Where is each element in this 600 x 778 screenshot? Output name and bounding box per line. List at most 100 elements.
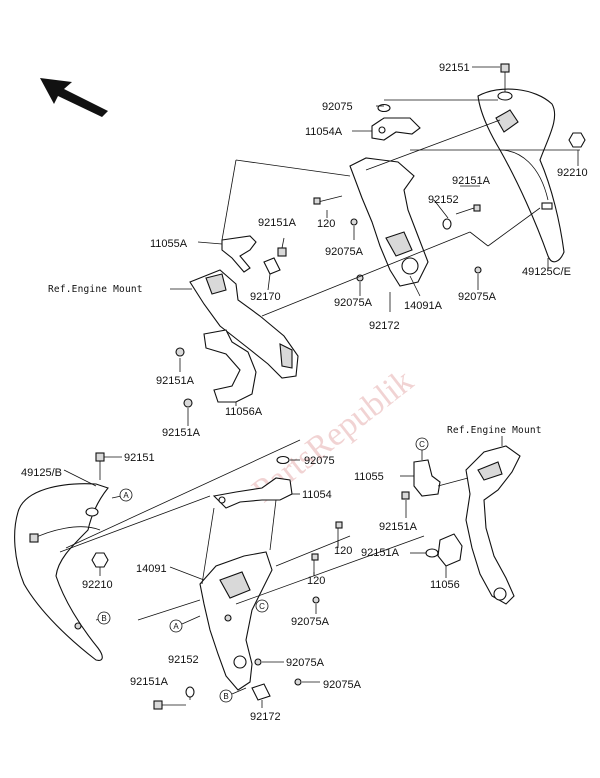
label-92075a-4: 92075A (291, 616, 330, 628)
screw-92075a-1 (350, 218, 358, 226)
bolt-92151a-b (183, 398, 193, 408)
label-92075a-1: 92075A (325, 246, 364, 258)
bolt-92151-bottom (95, 452, 105, 480)
label-49125ce: 49125C/E (522, 266, 571, 278)
label-92151-top: 92151 (439, 62, 470, 74)
label-120-top: 120 (317, 218, 335, 230)
clip-92170 (263, 257, 281, 275)
label-11056: 11056 (430, 579, 460, 591)
label-ref-engine-mount-1: Ref.Engine Mount (48, 284, 143, 295)
leader-lines-upper (170, 66, 580, 426)
stay-11055a (221, 235, 257, 273)
cowling-left-slot (29, 533, 39, 543)
washer-92075-bottom (276, 455, 290, 465)
label-11055: 11055 (354, 471, 384, 483)
bolt-92151a-right (455, 204, 481, 215)
cover-14091-hole (224, 614, 232, 622)
label-92075a-3: 92075A (458, 291, 497, 303)
screw-92075a-4 (312, 596, 320, 604)
bolt-92151a-11055 (401, 491, 410, 500)
mount-lower-boss (477, 461, 503, 481)
part-labels: 92151 92075 11054A 92210 92151A 92152 12… (21, 62, 588, 723)
label-92210-top: 92210 (557, 167, 588, 179)
washer-92151a-11056 (425, 548, 439, 558)
label-92151-bottom: 92151 (124, 452, 155, 464)
bracket-11054-hole (218, 496, 226, 504)
nut-92210-top (568, 132, 586, 148)
label-92172-bottom: 92172 (250, 711, 281, 723)
bolt-92151a-a (175, 347, 185, 357)
bolt-92151a-mid (277, 247, 287, 257)
label-92151a-4: 92151A (162, 427, 201, 439)
label-120-bottom-1: 120 (334, 545, 352, 557)
svg-text:A: A (123, 491, 129, 500)
label-92151a-7: 92151A (130, 676, 169, 688)
callout-a-left: A (111, 488, 133, 502)
label-ref-engine-mount-2: Ref.Engine Mount (447, 425, 542, 436)
label-92170: 92170 (250, 291, 281, 303)
callout-b-left: B (95, 611, 111, 625)
inner-cover-14091a (349, 157, 429, 287)
nut-92210-bottom (91, 552, 109, 568)
mount-boss (205, 273, 227, 295)
callout-b-bottom: B (219, 687, 247, 703)
engine-mount-upper (189, 269, 299, 379)
label-92151a-1: 92151A (452, 175, 491, 187)
label-92075a-5: 92075A (286, 657, 325, 669)
label-14091: 14091 (136, 563, 167, 575)
label-11054a: 11054A (305, 126, 343, 138)
label-92075-top: 92075 (322, 101, 353, 113)
stay-11055 (413, 459, 441, 497)
svg-text:C: C (259, 602, 265, 611)
screw-92075a-6 (294, 678, 302, 686)
cover-14091-recess (219, 571, 251, 599)
washer-92075-top (377, 103, 391, 113)
label-11056a: 11056A (225, 406, 263, 418)
grommet-cowling (495, 109, 519, 133)
leader-lines-lower (59, 436, 503, 708)
label-11054: 11054 (302, 489, 332, 501)
label-92151a-5: 92151A (379, 521, 418, 533)
label-92172-top: 92172 (369, 320, 400, 332)
callout-c-mid: C (255, 599, 269, 613)
label-11055a: 11055A (150, 238, 188, 250)
label-92075a-6: 92075A (323, 679, 362, 691)
svg-text:C: C (419, 440, 425, 449)
bracket-11054a (371, 117, 421, 141)
label-92152-bottom: 92152 (168, 654, 199, 666)
label-92152-top: 92152 (428, 194, 459, 206)
label-92151a-3: 92151A (156, 375, 195, 387)
inner-cover-14091 (199, 551, 273, 691)
washer-92152-top (442, 218, 452, 230)
label-92151a-6: 92151A (361, 547, 400, 559)
front-direction-arrow-icon (40, 78, 108, 117)
bolt-120-bottom-2 (311, 553, 319, 576)
cover-recess (385, 231, 413, 257)
svg-text:A: A (173, 622, 179, 631)
callout-c-top: C (415, 437, 429, 460)
callout-a-mid: A (169, 615, 201, 633)
label-49125b: 49125/B (21, 467, 62, 479)
svg-text:B: B (101, 614, 106, 623)
screw-92075a-5 (254, 658, 262, 666)
label-92075-bottom: 92075 (304, 455, 335, 467)
cowling-left-hole (74, 622, 82, 630)
bolt-120-bottom-1 (335, 521, 343, 546)
grommet-left (85, 507, 99, 517)
label-92210-bottom: 92210 (82, 579, 113, 591)
mount-lower-hole (493, 587, 507, 601)
stay-11056 (437, 533, 463, 567)
label-92151a-2: 92151A (258, 217, 297, 229)
clip-92172-bottom (251, 683, 271, 701)
cowling-right-49125ce (477, 88, 565, 263)
engine-mount-lower (465, 445, 521, 605)
screw-92075a-3 (474, 266, 482, 274)
mount-grid (279, 343, 293, 369)
bolt-92151-top (497, 63, 513, 101)
cowling-slot (541, 202, 553, 210)
label-120-bottom-2: 120 (307, 575, 325, 587)
bracket-hole (378, 126, 386, 134)
label-14091a: 14091A (404, 300, 443, 312)
